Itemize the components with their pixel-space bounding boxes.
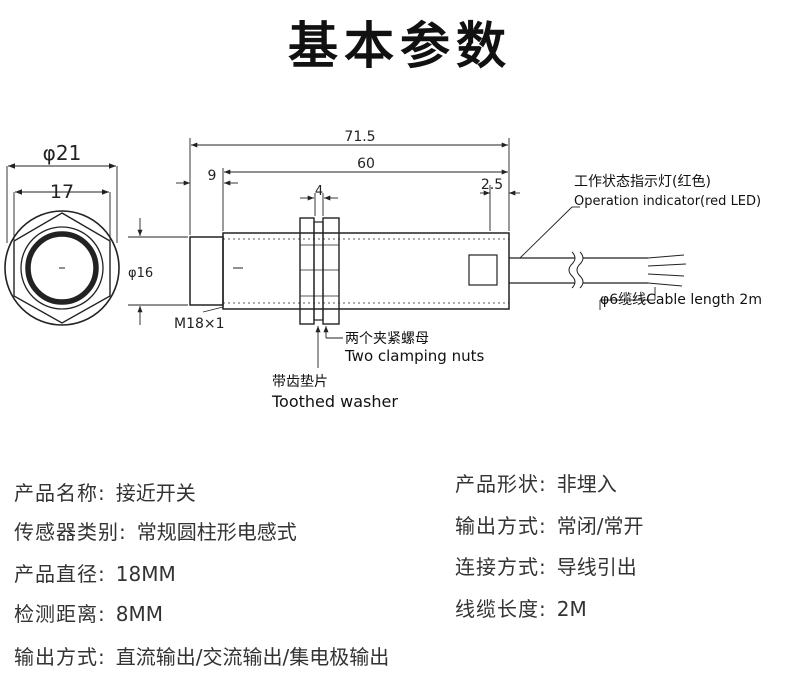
spec-detect-distance: 检测距离:8MM <box>14 602 163 626</box>
technical-drawing: φ21 17 <box>4 129 762 411</box>
indicator-label-en: Operation indicator(red LED) <box>574 194 761 209</box>
dim-head-length: 9 <box>208 168 217 184</box>
spec-output-mode-left: 输出方式:直流输出/交流输出/集电极输出 <box>14 645 390 669</box>
washer-label-cn: 带齿垫片 <box>272 374 328 390</box>
sensor-side-view <box>189 217 687 325</box>
dim-total-length: 71.5 <box>344 129 375 145</box>
dim-outer-dia: φ21 <box>43 141 82 165</box>
spec-connection: 连接方式:导线引出 <box>455 555 637 579</box>
spec-cable-length: 线缆长度:2M <box>455 597 587 621</box>
washer-label-en: Toothed washer <box>271 392 398 411</box>
dim-indicator-offset: 2.5 <box>481 177 503 193</box>
spec-product-shape: 产品形状:非埋入 <box>455 472 617 496</box>
cable-label: φ6缆线Cable length 2m <box>600 292 762 308</box>
dim-body-dia: φ16 <box>128 266 153 281</box>
spec-diameter: 产品直径:18MM <box>14 562 176 586</box>
indicator-label-cn: 工作状态指示灯(红色) <box>574 173 711 190</box>
dim-thread-length: 60 <box>357 156 375 172</box>
page-title: 基本参数 <box>288 17 512 75</box>
spec-sensor-type: 传感器类别:常规圆柱形电感式 <box>14 520 297 544</box>
spec-product-name: 产品名称:接近开关 <box>14 481 196 505</box>
dim-nut-width: 4 <box>315 184 323 199</box>
clamping-nuts-label-en: Two clamping nuts <box>344 347 484 365</box>
side-view-dimensions <box>128 138 656 368</box>
dim-thread-spec: M18×1 <box>174 316 225 332</box>
spec-output-mode-right: 输出方式:常闭/常开 <box>455 514 644 538</box>
clamping-nuts-label-cn: 两个夹紧螺母 <box>345 331 429 347</box>
dim-hex-across: 17 <box>50 181 74 203</box>
end-view <box>4 163 120 326</box>
